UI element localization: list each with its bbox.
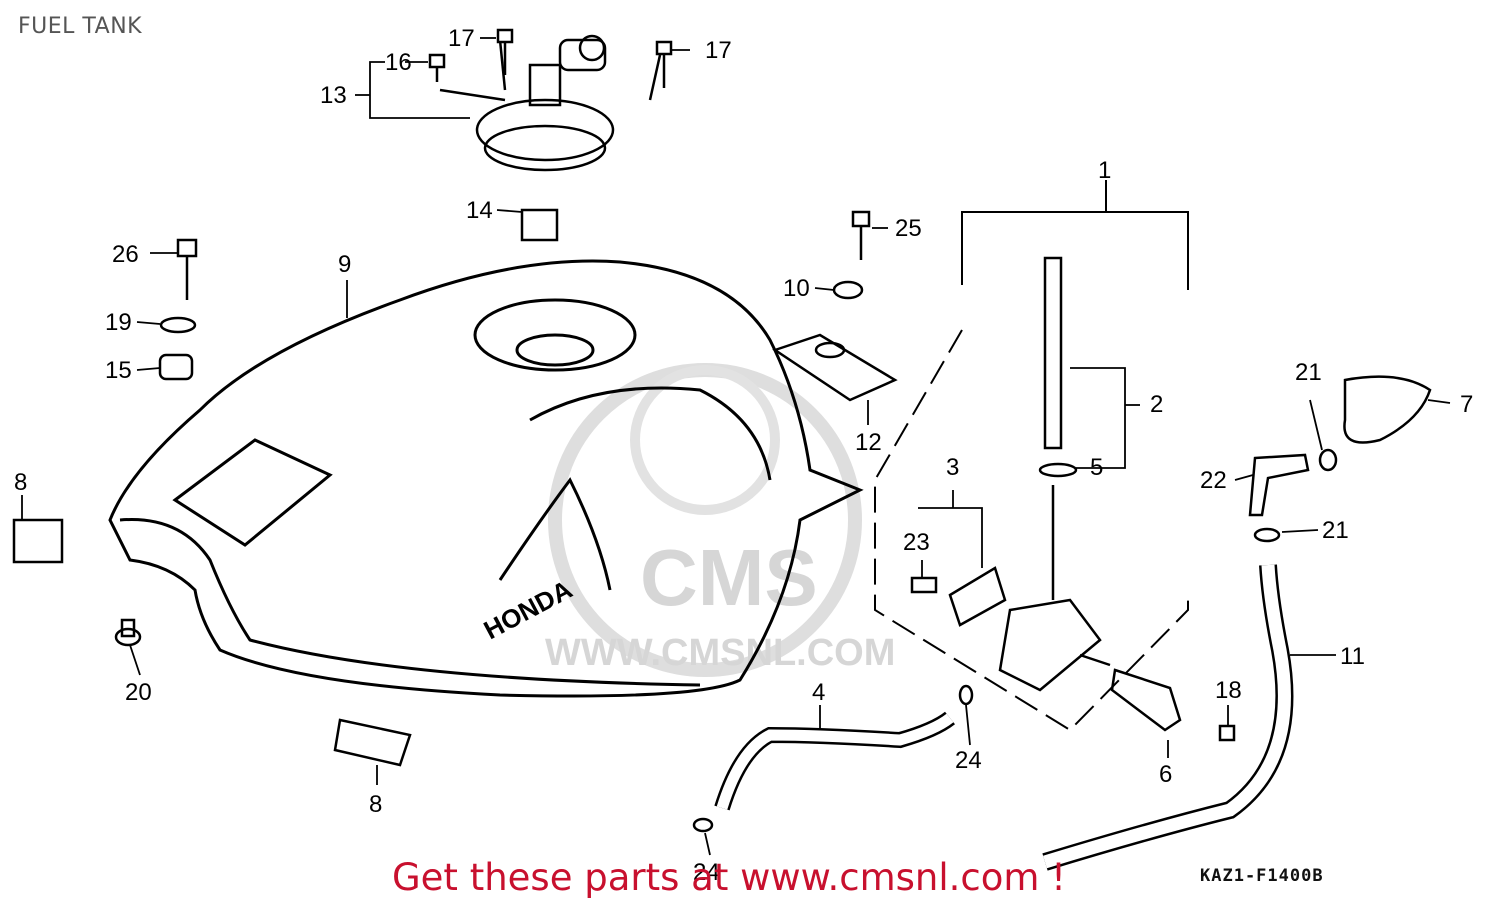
callout-19: 19 <box>105 309 132 336</box>
callout-11: 11 <box>1340 643 1365 670</box>
callout-4: 4 <box>812 679 825 706</box>
part-2-strainer <box>1043 256 1063 450</box>
promo-banner[interactable]: Get these parts at www.cmsnl.com ! <box>392 856 1067 899</box>
hose-11 <box>1042 564 1294 871</box>
part-5-oring <box>1038 462 1078 478</box>
callout-25: 25 <box>895 215 922 242</box>
clip-24-right <box>958 684 974 706</box>
callout-labels: 1 2 3 4 5 6 7 8 8 9 10 11 12 13 14 15 16… <box>14 25 1473 886</box>
callout-9: 9 <box>338 251 351 278</box>
fuel-tank <box>108 259 864 698</box>
leader-lines <box>21 37 1451 856</box>
callout-2: 2 <box>1150 391 1163 418</box>
callout-24-right: 24 <box>955 747 982 774</box>
part-7-drain <box>1343 375 1432 444</box>
callout-5: 5 <box>1090 454 1103 481</box>
callout-10: 10 <box>783 275 810 302</box>
callout-21-upper: 21 <box>1295 359 1322 386</box>
part-10-grommet <box>832 280 864 300</box>
callout-20: 20 <box>125 679 152 706</box>
callout-17-right: 17 <box>705 37 732 64</box>
part-1-bracket <box>874 180 1189 732</box>
diagram-code: KAZ1-F1400B <box>1200 866 1324 886</box>
screw-18 <box>1218 724 1236 742</box>
callout-12: 12 <box>855 429 882 456</box>
callout-21-lower: 21 <box>1322 517 1349 544</box>
bolt-25 <box>851 210 871 260</box>
callout-1: 1 <box>1098 157 1111 184</box>
watermark-url: WWW.CMSNL.COM <box>545 632 895 674</box>
part-8-bottom <box>333 718 412 767</box>
clip-21-lower <box>1253 527 1281 543</box>
callout-24-bottom: 24 <box>693 859 720 886</box>
part-3-lever <box>948 566 1007 627</box>
part-22-joint <box>1248 453 1310 517</box>
screw-23 <box>910 576 938 594</box>
clip-21-upper <box>1318 448 1338 472</box>
fuel-cock-body <box>998 485 1111 692</box>
callout-7: 7 <box>1460 391 1473 418</box>
callout-3: 3 <box>946 454 959 481</box>
bolt-17-right <box>655 40 673 88</box>
rubber-15 <box>158 353 194 381</box>
callout-14: 14 <box>466 197 493 224</box>
callout-26: 26 <box>112 241 139 268</box>
callout-22: 22 <box>1200 467 1227 494</box>
callout-15: 15 <box>105 357 132 384</box>
part-6-valve <box>1110 668 1182 732</box>
callout-23: 23 <box>903 529 930 556</box>
part-8-left <box>12 518 64 564</box>
callout-8-bottom: 8 <box>369 791 382 818</box>
clip-24-bottom <box>692 817 714 833</box>
bolt-16 <box>428 53 446 82</box>
watermark-brand: CMS <box>640 533 818 622</box>
callout-13: 13 <box>320 82 347 109</box>
callout-8-left: 8 <box>14 469 27 496</box>
callout-18: 18 <box>1215 677 1242 704</box>
bolt-26 <box>176 238 198 300</box>
part-12-plate <box>772 333 898 402</box>
fuel-cap-assembly <box>439 34 662 172</box>
watermark: CMS WWW.CMSNL.COM <box>545 363 895 677</box>
callout-6: 6 <box>1159 761 1172 788</box>
page-title: FUEL TANK <box>18 14 143 39</box>
hose-11-inner <box>1043 564 1291 869</box>
part-14-clip <box>520 208 559 242</box>
bolt-17-left <box>496 28 514 75</box>
callout-16: 16 <box>385 49 412 76</box>
part-20-bolt <box>114 618 142 647</box>
callout-17-left: 17 <box>448 25 475 52</box>
washer-19 <box>159 316 197 334</box>
hose-4-inner <box>716 713 954 810</box>
